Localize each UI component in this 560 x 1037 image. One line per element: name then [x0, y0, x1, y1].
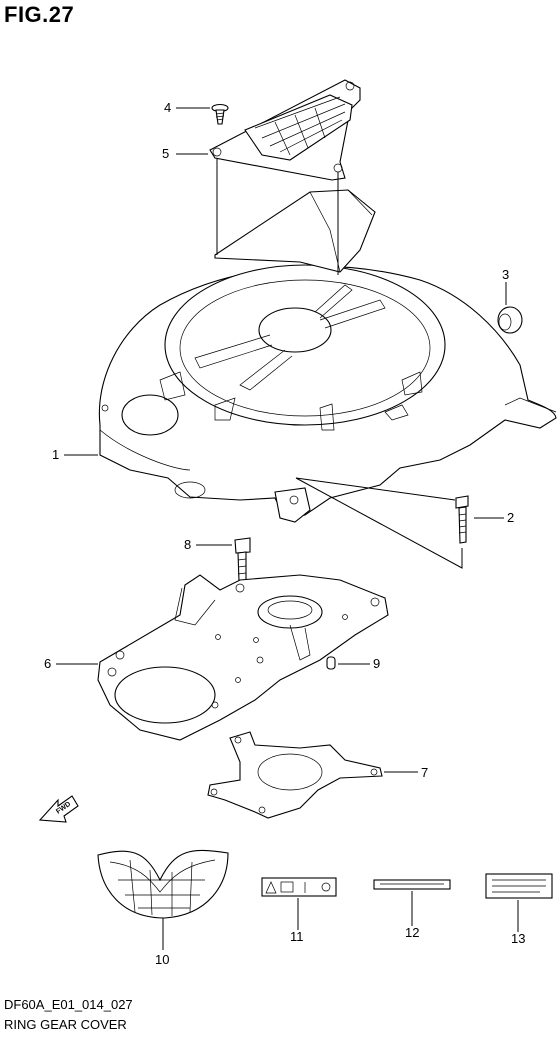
callout-10: 10	[155, 952, 169, 967]
figure-code: DF60A_E01_014_027	[4, 997, 133, 1012]
callout-5: 5	[162, 146, 169, 161]
part-10-cover-pad[interactable]	[97, 849, 229, 919]
fwd-arrow-icon: FWD	[38, 795, 79, 823]
callout-7: 7	[421, 765, 428, 780]
part-11-warning-label[interactable]	[261, 877, 337, 897]
callout-2: 2	[507, 510, 514, 525]
callout-13: 13	[511, 931, 525, 946]
part-9-dowel-pin[interactable]	[326, 656, 336, 670]
figure-name: RING GEAR COVER	[4, 1017, 127, 1032]
callout-8: 8	[184, 537, 191, 552]
callout-6: 6	[44, 656, 51, 671]
part-7-gasket[interactable]	[207, 731, 383, 819]
part-13-label[interactable]	[485, 873, 553, 899]
leader-lines	[56, 107, 519, 950]
callout-11: 11	[290, 929, 304, 944]
callout-1: 1	[52, 447, 59, 462]
figure-title: FIG.27	[4, 2, 75, 27]
callout-4: 4	[164, 100, 171, 115]
callout-3: 3	[502, 267, 509, 282]
callout-9: 9	[373, 656, 380, 671]
part-12-label[interactable]	[373, 879, 451, 890]
part-2-bolt[interactable]	[455, 495, 469, 544]
callout-numbers: 1 2 3 4 5 6 7 8 9 10 11 12 13	[44, 100, 525, 967]
callout-12: 12	[405, 925, 419, 940]
part-3-grommet[interactable]	[497, 306, 523, 334]
part-8-bolt[interactable]	[234, 537, 251, 582]
part-5-grille-plate[interactable]	[209, 79, 361, 181]
part-1-ring-gear-cover[interactable]	[98, 189, 557, 523]
reference-lines	[216, 158, 463, 569]
part-4-screw[interactable]	[211, 103, 229, 125]
part-6-bracket[interactable]	[97, 574, 389, 741]
